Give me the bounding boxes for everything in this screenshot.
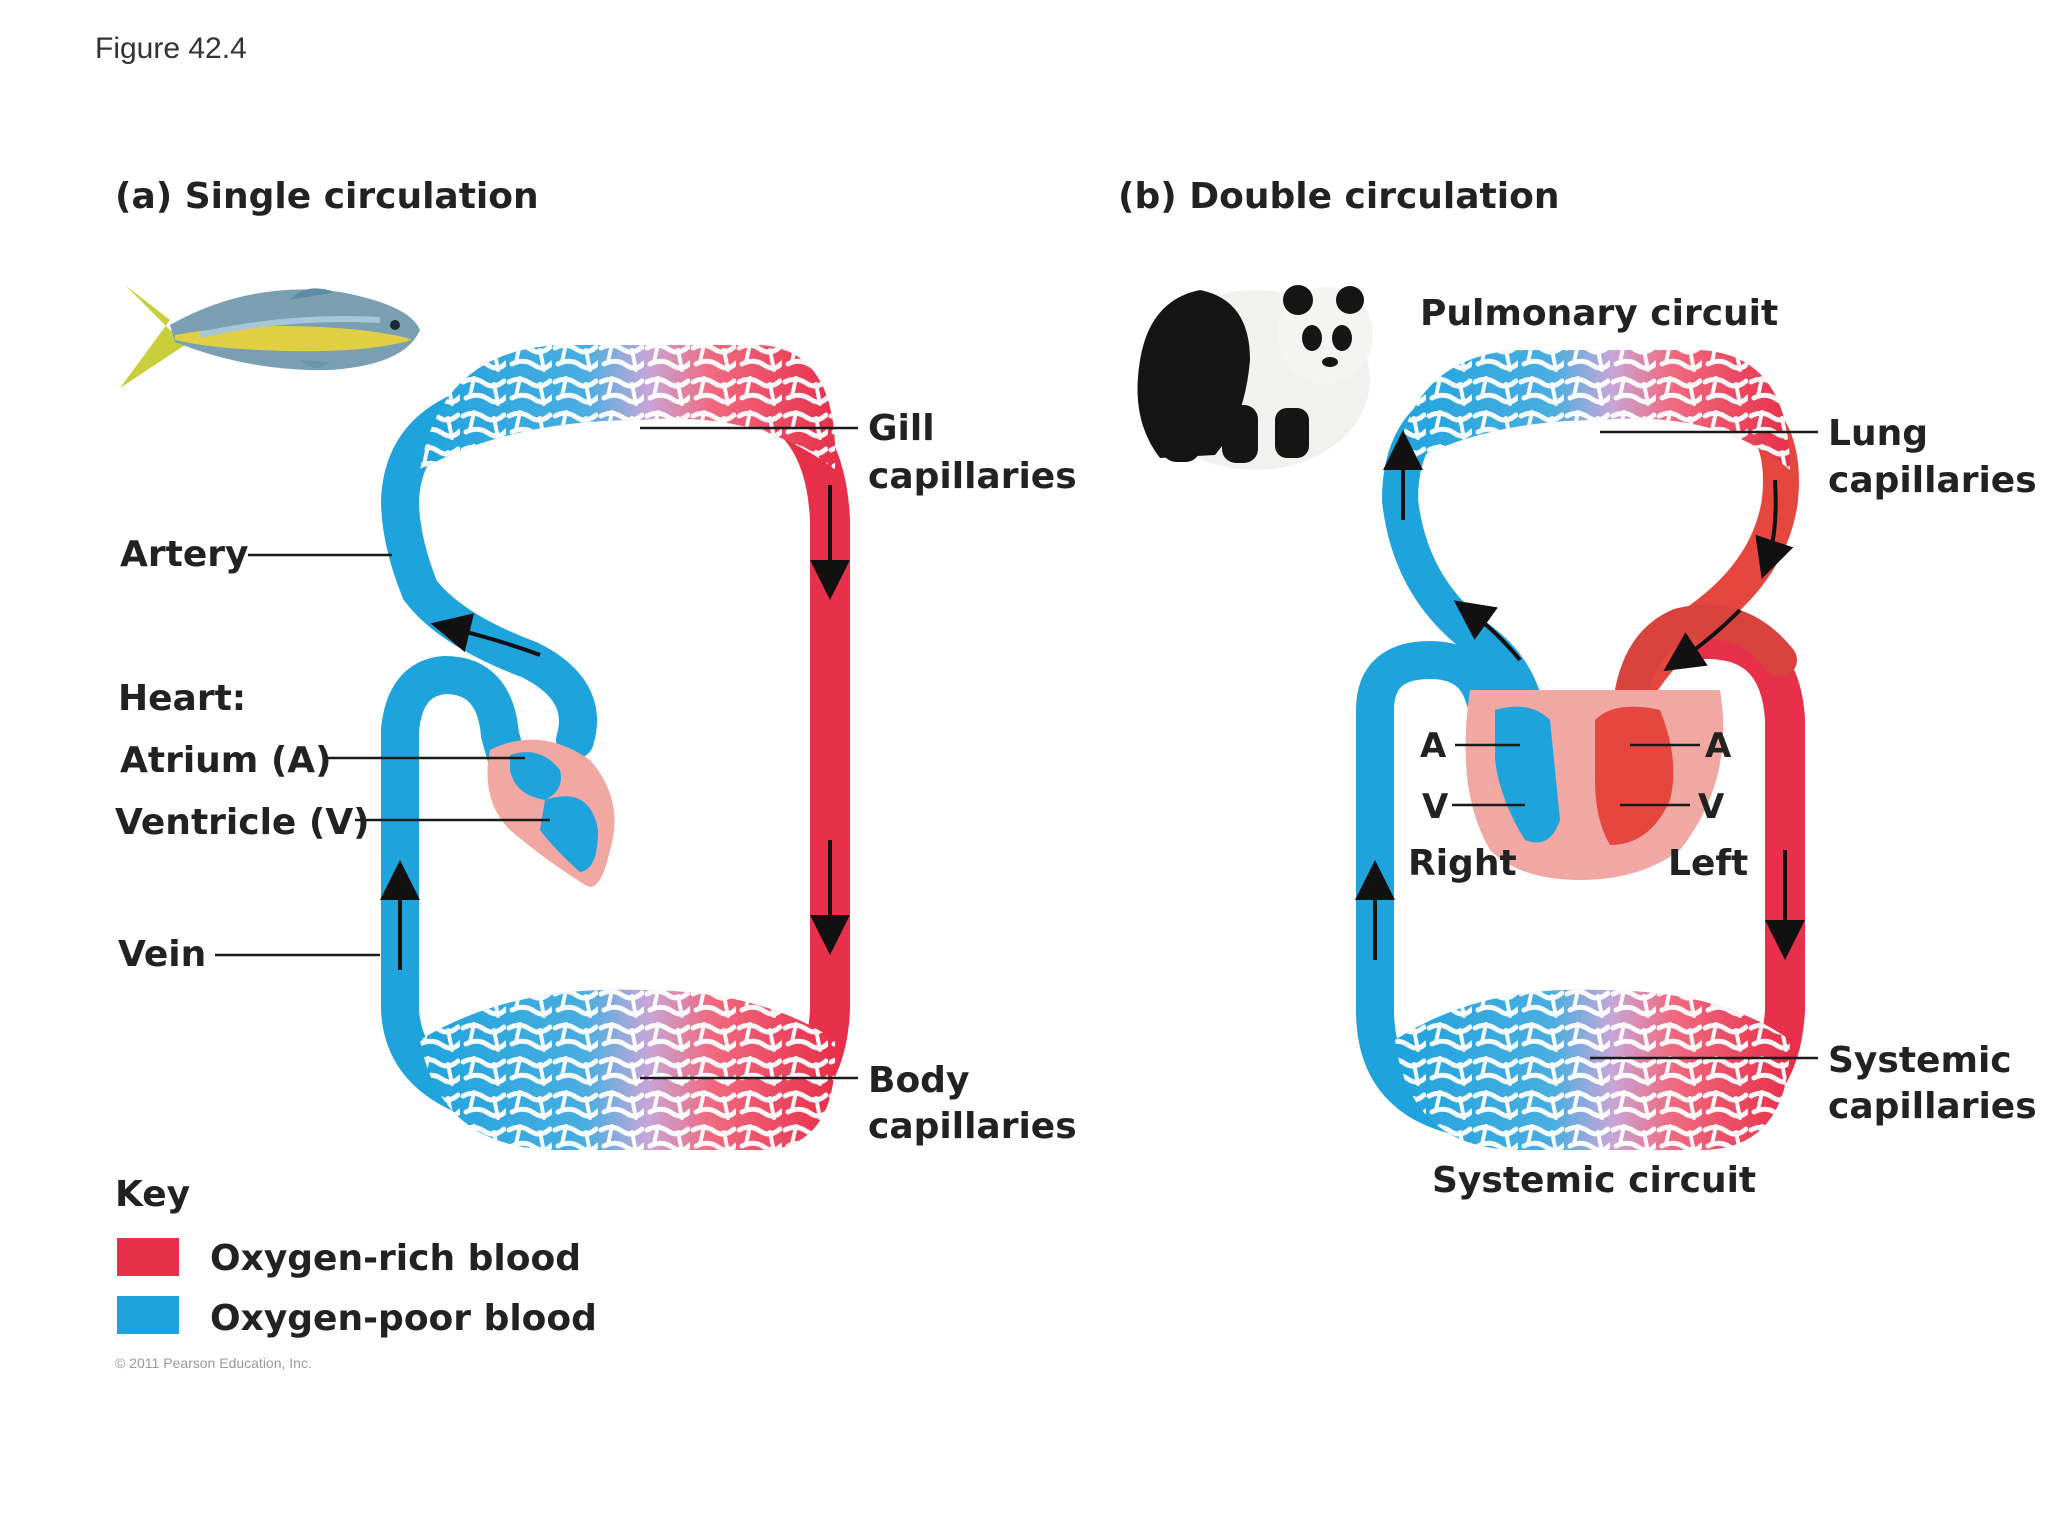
oxygen-rich-label: Oxygen-rich blood — [210, 1238, 581, 1279]
panel-b-title: (b) Double circulation — [1118, 176, 1559, 217]
right-ventricle-label: V — [1422, 787, 1449, 827]
gill-capillaries — [420, 345, 836, 470]
gill-label-line2: capillaries — [868, 456, 1077, 497]
lung-capillaries — [1395, 350, 1790, 470]
key-title: Key — [115, 1174, 190, 1215]
systemic-label-line2: capillaries — [1828, 1086, 2037, 1127]
atrium-label: Atrium (A) — [120, 740, 332, 781]
oxygen-rich-swatch — [117, 1238, 179, 1276]
fish-icon — [120, 285, 420, 388]
left-side-label: Left — [1668, 843, 1748, 884]
panel-a-single-circulation: (a) Single circulation — [115, 176, 1077, 1150]
vein-label: Vein — [118, 934, 206, 975]
left-heart-chambers — [1595, 706, 1674, 845]
flow-arrows-a — [380, 485, 850, 970]
systemic-circuit-label: Systemic circuit — [1432, 1160, 1756, 1201]
panel-a-title: (a) Single circulation — [115, 176, 539, 217]
right-atrium-label: A — [1420, 726, 1447, 766]
body-label-line2: capillaries — [868, 1106, 1077, 1147]
right-heart-chambers — [1495, 706, 1560, 843]
mammal-heart — [1465, 690, 1724, 880]
gill-label-line1: Gill — [868, 408, 935, 449]
right-side-label: Right — [1408, 843, 1517, 884]
artery-label: Artery — [120, 534, 248, 575]
body-label-line1: Body — [868, 1060, 969, 1101]
systemic-label-line1: Systemic — [1828, 1040, 2012, 1081]
panel-b-double-circulation: (b) Double circulation Pulmonary circuit — [1118, 176, 2037, 1201]
legend-key: Key Oxygen-rich blood Oxygen-poor blood … — [115, 1174, 597, 1371]
ventricle-label: Ventricle (V) — [115, 802, 370, 843]
left-atrium-label: A — [1705, 726, 1732, 766]
oxygen-poor-label: Oxygen-poor blood — [210, 1298, 597, 1339]
panda-icon — [1137, 285, 1373, 470]
fish-heart — [487, 739, 615, 887]
body-capillaries — [420, 989, 836, 1150]
pulmonary-circuit-label: Pulmonary circuit — [1420, 293, 1778, 334]
lung-label-line2: capillaries — [1828, 460, 2037, 501]
left-ventricle-label: V — [1698, 787, 1725, 827]
flow-arrows-b — [1355, 430, 1805, 960]
lung-label-line1: Lung — [1828, 413, 1928, 454]
copyright-notice: © 2011 Pearson Education, Inc. — [115, 1355, 312, 1371]
heart-label: Heart: — [118, 678, 246, 719]
systemic-capillaries — [1395, 989, 1790, 1150]
oxygen-poor-swatch — [117, 1296, 179, 1334]
figure-label: Figure 42.4 — [95, 32, 247, 65]
